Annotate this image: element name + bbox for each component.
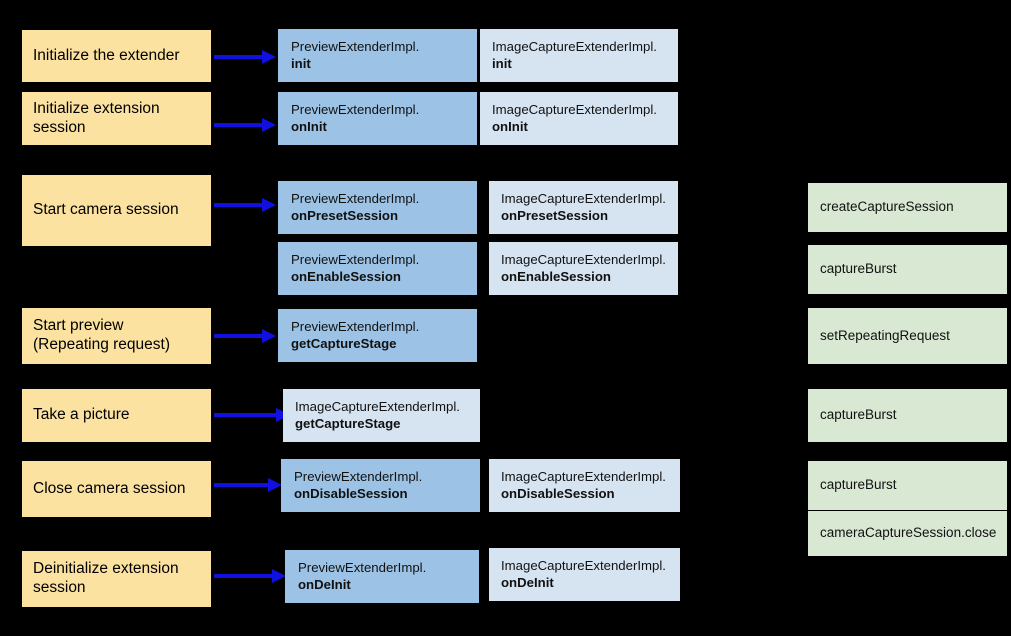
call-method-name: onEnableSession — [291, 268, 401, 284]
stage-label-line: (Repeating request) — [33, 336, 170, 353]
call-box-preview-ondisablesession[interactable]: PreviewExtenderImpl. onDisableSession — [281, 459, 480, 512]
stage-label-line: Start camera session — [33, 201, 179, 219]
camera-op-label: captureBurst — [820, 477, 897, 493]
camera-op-box-capture-burst-3[interactable]: captureBurst — [808, 461, 1007, 510]
stage-box-init-extension-session[interactable]: Initialize extension session — [22, 92, 211, 145]
call-method-name: init — [492, 55, 512, 71]
camera-op-box-camera-capture-session-close[interactable]: cameraCaptureSession.close — [808, 511, 1007, 556]
call-class-name: PreviewExtenderImpl. — [291, 191, 420, 207]
camera-op-box-capture-burst-2[interactable]: captureBurst — [808, 389, 1007, 442]
camera-op-box-capture-burst-1[interactable]: captureBurst — [808, 245, 1007, 294]
camera-op-label: createCaptureSession — [820, 199, 954, 215]
call-box-preview-init[interactable]: PreviewExtenderImpl. init — [278, 29, 477, 82]
call-class-name: PreviewExtenderImpl. — [291, 102, 420, 118]
call-method-name: onPresetSession — [501, 207, 609, 223]
stage-label-line: Start preview — [33, 317, 124, 335]
stage-label-line: Deinitialize extension — [33, 560, 179, 578]
call-box-preview-getcapturestage[interactable]: PreviewExtenderImpl. getCaptureStage — [278, 309, 477, 362]
call-method-name: onInit — [291, 118, 327, 134]
call-class-name: ImageCaptureExtenderImpl. — [501, 558, 666, 574]
call-method-name: init — [291, 55, 311, 71]
call-box-imagecapture-getcapturestage[interactable]: ImageCaptureExtenderImpl. getCaptureStag… — [283, 389, 480, 442]
camera-op-label: setRepeatingRequest — [820, 327, 950, 343]
call-method-name: onDisableSession — [294, 485, 408, 501]
call-method-name: onInit — [492, 118, 528, 134]
stage-label-line: Take a picture — [33, 406, 130, 424]
call-method-name: onDisableSession — [501, 485, 615, 501]
camera-op-box-create-capture-session[interactable]: createCaptureSession — [808, 183, 1007, 232]
call-box-imagecapture-ondisablesession[interactable]: ImageCaptureExtenderImpl. onDisableSessi… — [489, 459, 680, 512]
call-box-imagecapture-oninit[interactable]: ImageCaptureExtenderImpl. onInit — [480, 92, 678, 145]
stage-label-line: session — [33, 579, 86, 596]
call-class-name: PreviewExtenderImpl. — [298, 560, 427, 576]
call-box-imagecapture-ondeinit[interactable]: ImageCaptureExtenderImpl. onDeInit — [489, 548, 680, 601]
camera-op-label: captureBurst — [820, 407, 897, 423]
call-box-imagecapture-init[interactable]: ImageCaptureExtenderImpl. init — [480, 29, 678, 82]
call-method-name: getCaptureStage — [295, 415, 401, 431]
camera-op-label: cameraCaptureSession.close — [820, 525, 997, 541]
stage-label-line: session — [33, 118, 86, 136]
stage-box-close-camera-session[interactable]: Close camera session — [22, 461, 211, 517]
camera-op-label: captureBurst — [820, 261, 897, 277]
stage-box-deinit-extension-session[interactable]: Deinitialize extension session — [22, 551, 211, 607]
call-method-name: onEnableSession — [501, 268, 611, 284]
stage-box-init-extender[interactable]: Initialize the extender — [22, 30, 211, 82]
call-box-preview-ondeinit[interactable]: PreviewExtenderImpl. onDeInit — [285, 550, 479, 603]
call-box-imagecapture-onpresetsession[interactable]: ImageCaptureExtenderImpl. onPresetSessio… — [489, 181, 678, 234]
call-box-imagecapture-onenablesession[interactable]: ImageCaptureExtenderImpl. onEnableSessio… — [489, 242, 678, 295]
call-class-name: ImageCaptureExtenderImpl. — [501, 469, 666, 485]
stage-label-line: Close camera session — [33, 479, 186, 497]
stage-box-start-preview[interactable]: Start preview (Repeating request) — [22, 308, 211, 364]
stage-label-line: Initialize extension — [33, 99, 160, 117]
call-box-preview-onpresetsession[interactable]: PreviewExtenderImpl. onPresetSession — [278, 181, 477, 234]
call-class-name: ImageCaptureExtenderImpl. — [501, 191, 666, 207]
call-class-name: PreviewExtenderImpl. — [294, 469, 423, 485]
call-method-name: onPresetSession — [291, 207, 399, 223]
call-method-name: onDeInit — [298, 576, 351, 592]
call-class-name: PreviewExtenderImpl. — [291, 252, 420, 268]
call-class-name: PreviewExtenderImpl. — [291, 39, 420, 55]
call-class-name: ImageCaptureExtenderImpl. — [295, 399, 460, 415]
call-method-name: getCaptureStage — [291, 335, 397, 351]
stage-label-line: Initialize the extender — [33, 46, 180, 64]
call-box-preview-onenablesession[interactable]: PreviewExtenderImpl. onEnableSession — [278, 242, 477, 295]
call-class-name: PreviewExtenderImpl. — [291, 319, 420, 335]
call-class-name: ImageCaptureExtenderImpl. — [501, 252, 666, 268]
call-method-name: onDeInit — [501, 574, 554, 590]
call-box-preview-oninit[interactable]: PreviewExtenderImpl. onInit — [278, 92, 477, 145]
call-class-name: ImageCaptureExtenderImpl. — [492, 102, 657, 118]
stage-box-start-camera-session[interactable]: Start camera session — [22, 175, 211, 246]
call-class-name: ImageCaptureExtenderImpl. — [492, 39, 657, 55]
camera-op-box-set-repeating-request[interactable]: setRepeatingRequest — [808, 308, 1007, 364]
stage-box-take-a-picture[interactable]: Take a picture — [22, 389, 211, 442]
